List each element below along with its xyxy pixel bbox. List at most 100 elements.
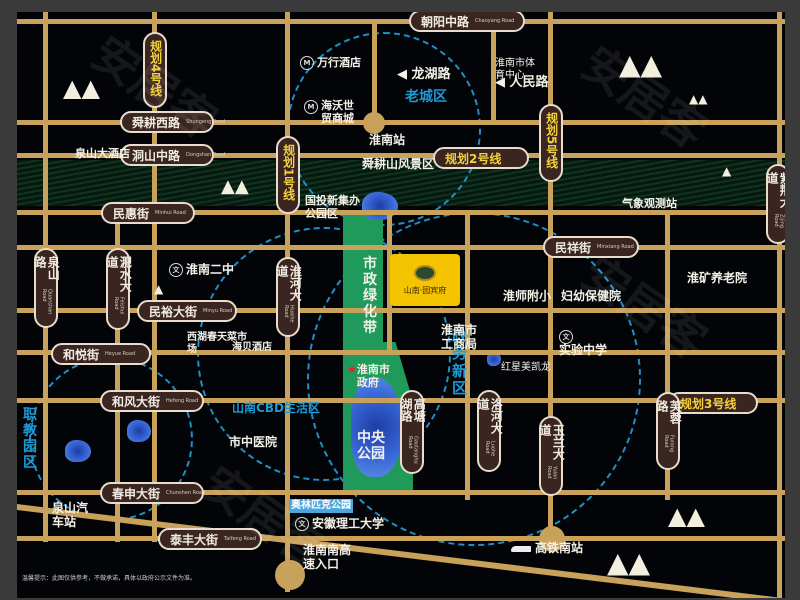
road-h-minhui <box>17 210 785 215</box>
poi-huainan-no2: 文淮南二中 <box>169 263 234 277</box>
shopping-icon: M <box>300 56 314 70</box>
hsr-roundabout <box>539 526 565 552</box>
poi-renmin-road: ◀ 人民路 <box>495 75 549 90</box>
green-belt <box>343 210 383 356</box>
poi-highway-entry: 淮南南高速入口 <box>303 543 352 571</box>
project-marker[interactable]: 山南·园宾府 <box>390 254 460 306</box>
road-v-gaotanghu <box>387 210 392 350</box>
road-v-longhu <box>372 24 377 124</box>
poi-haibei-hotel: 海贝酒店 <box>232 342 272 353</box>
project-name: 山南·园宾府 <box>403 285 447 295</box>
road-v-guihua4 <box>152 12 157 542</box>
road-h-minyu <box>17 308 785 313</box>
office-park-lake <box>362 192 398 220</box>
zone-cbd: 山南CBD生活区 <box>232 401 320 415</box>
huainan-station-roundabout <box>363 112 385 134</box>
poi-mine-elderly: 淮矿养老院 <box>687 271 748 285</box>
poi-hsr-south: 高铁南站 <box>511 541 583 556</box>
road-h-chaoyang <box>17 19 785 24</box>
poi-quanshan-hotel: 泉山大酒店 <box>75 147 130 160</box>
tree-icon: ▲ <box>154 282 164 296</box>
poi-xihu-market: 西湖春天菜市场 <box>187 332 247 355</box>
road-v-renmin <box>491 24 496 124</box>
zone-olympic-park: 奥林匹克公园 <box>289 499 353 513</box>
poi-commerce-bureau: 淮南市工商局 <box>441 323 478 351</box>
tree-icon: ▲▲ <box>63 74 100 102</box>
zone-green-belt: 市政绿化带 <box>363 256 377 337</box>
school-icon: 文 <box>295 517 309 531</box>
zone-old-city: 老城区 <box>405 89 447 105</box>
road-label-zijing: 紫荆大道Zijing Road <box>765 164 785 244</box>
lake-west-1 <box>65 440 91 462</box>
poi-city-hospital: 市中医院 <box>229 435 278 449</box>
lake-west-2 <box>127 420 151 442</box>
road-v-feishui <box>115 210 120 542</box>
road-label-guihua3: 规划3号线 <box>668 392 758 414</box>
road-label-guihua1: 规划1号线 <box>276 136 300 214</box>
poi-quanshan-bus: 泉山汽车站 <box>52 501 89 529</box>
road-label-guihua4: 规划4号线 <box>143 32 167 108</box>
tree-icon: ▲▲ <box>607 546 651 579</box>
poi-longhu-road: ◀ 龙湖路 <box>397 67 451 82</box>
road-v-furong <box>665 210 670 500</box>
road-h-shungeng <box>17 120 785 125</box>
zone-gov-new: 政务新区 <box>452 327 468 397</box>
project-logo-icon <box>414 264 436 281</box>
central-park-lake <box>351 377 403 477</box>
poi-normal-primary: 淮师附小 <box>503 289 552 303</box>
poi-shungeng-scenic: 舜耕山风景区 <box>362 157 435 171</box>
road-h-chunshen <box>17 490 785 495</box>
tree-icon: ▲ <box>722 164 732 178</box>
shopping-icon: M <box>304 100 318 114</box>
train-icon <box>511 545 531 552</box>
school-icon: 文 <box>559 330 573 344</box>
road-v-zijing <box>777 12 782 598</box>
road-h-minxiang <box>17 245 785 250</box>
zone-vocational: 职教园区 <box>23 407 37 472</box>
road-label-guihua2: 规划2号线 <box>433 147 529 169</box>
school-icon: 文 <box>169 263 183 277</box>
road-label-guihua5: 规划5号线 <box>539 104 563 182</box>
arrow-left-icon: ◀ <box>397 67 412 82</box>
road-h-heyue <box>17 350 785 355</box>
tree-icon: ▲▲ <box>221 176 249 197</box>
road-h-dongshan <box>17 153 785 158</box>
poi-redstar: 红星美凯龙 <box>501 362 551 373</box>
poi-maternity: 妇幼保健院 <box>561 289 622 303</box>
star-icon: ★ <box>347 363 357 376</box>
poi-sports-center: 淮南市体育中心 <box>495 58 535 81</box>
disclaimer: 温馨提示：此图仅供参考，不做承诺，具体以政府公示文件为准。 <box>22 575 197 582</box>
tree-icon: ▲▲ <box>668 502 705 530</box>
highway-roundabout <box>275 560 305 590</box>
poi-city-gov: ★淮南市政府 <box>347 363 390 389</box>
tree-icon: ▲▲ <box>619 48 663 81</box>
zone-central-park: 中央公园 <box>357 430 385 463</box>
poi-huainan-station: 淮南站 <box>369 133 406 147</box>
arrow-left-icon: ◀ <box>495 75 510 90</box>
road-h-taifeng <box>17 536 785 541</box>
poi-weather-station: 气象观测站 <box>622 197 677 210</box>
poi-experimental-school: 文实验中学 <box>559 330 607 358</box>
lake-redstar <box>487 352 501 366</box>
road-v-jiangnan <box>465 210 470 500</box>
